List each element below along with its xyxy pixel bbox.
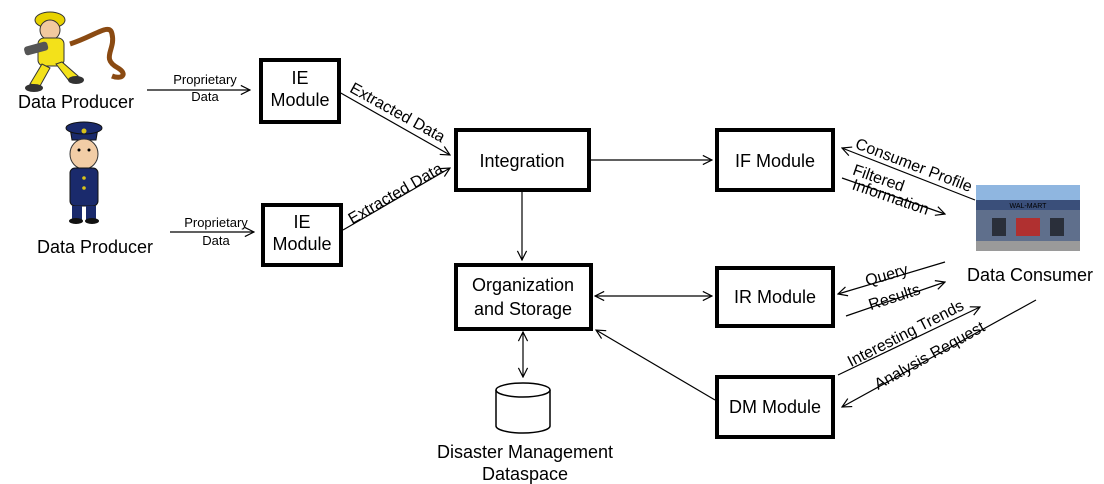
edge-consumer-profile	[842, 148, 976, 201]
police-officer-icon	[65, 121, 103, 224]
ie-module-1-label-2: Module	[270, 90, 329, 110]
data-producer-1-label: Data Producer	[18, 92, 134, 112]
dataspace-label-2: Dataspace	[482, 464, 568, 484]
integration-label: Integration	[479, 151, 564, 171]
organization-storage-box	[454, 263, 593, 331]
ir-module-label: IR Module	[734, 287, 816, 307]
dataspace-label-1: Disaster Management	[437, 442, 613, 462]
store-sign: WAL-MART	[1010, 203, 1048, 210]
integration-box	[454, 128, 591, 192]
edge-ie2-integration	[342, 168, 450, 231]
ie-module-2-label-2: Module	[272, 234, 331, 254]
ie-module-1-label-1: IE	[291, 68, 308, 88]
edge-label-extracted-2: Extracted Data	[346, 160, 446, 228]
edge-label-proprietary-1a: Proprietary	[173, 72, 237, 87]
edge-dm-org	[596, 330, 716, 401]
edge-filtered-info	[841, 177, 945, 214]
organization-label-1: Organization	[472, 275, 574, 295]
dm-module-box	[715, 375, 835, 439]
if-module-box	[715, 128, 835, 192]
edge-analysis	[842, 299, 1037, 407]
edge-query	[838, 261, 946, 294]
edge-label-proprietary-2b: Data	[202, 233, 230, 248]
database-icon	[495, 382, 551, 434]
data-consumer-label: Data Consumer	[967, 265, 1093, 285]
dm-module-label: DM Module	[729, 397, 821, 417]
organization-label-2: and Storage	[474, 299, 572, 319]
ir-module-box	[715, 266, 835, 328]
edge-label-proprietary-1b: Data	[191, 89, 219, 104]
edge-label-proprietary-2a: Proprietary	[184, 215, 248, 230]
ie-module-1-box	[259, 58, 341, 124]
edge-trends	[837, 307, 980, 376]
firefighter-icon	[24, 11, 126, 92]
ie-module-2-box	[261, 203, 343, 267]
if-module-label: IF Module	[735, 151, 815, 171]
edge-label-extracted-1: Extracted Data	[347, 80, 448, 146]
ie-module-2-label-1: IE	[293, 212, 310, 232]
edge-results	[845, 282, 945, 317]
edge-ie1-integration	[338, 91, 450, 155]
store-photo-icon: WAL-MART	[976, 185, 1080, 251]
data-producer-2-label: Data Producer	[37, 237, 153, 257]
